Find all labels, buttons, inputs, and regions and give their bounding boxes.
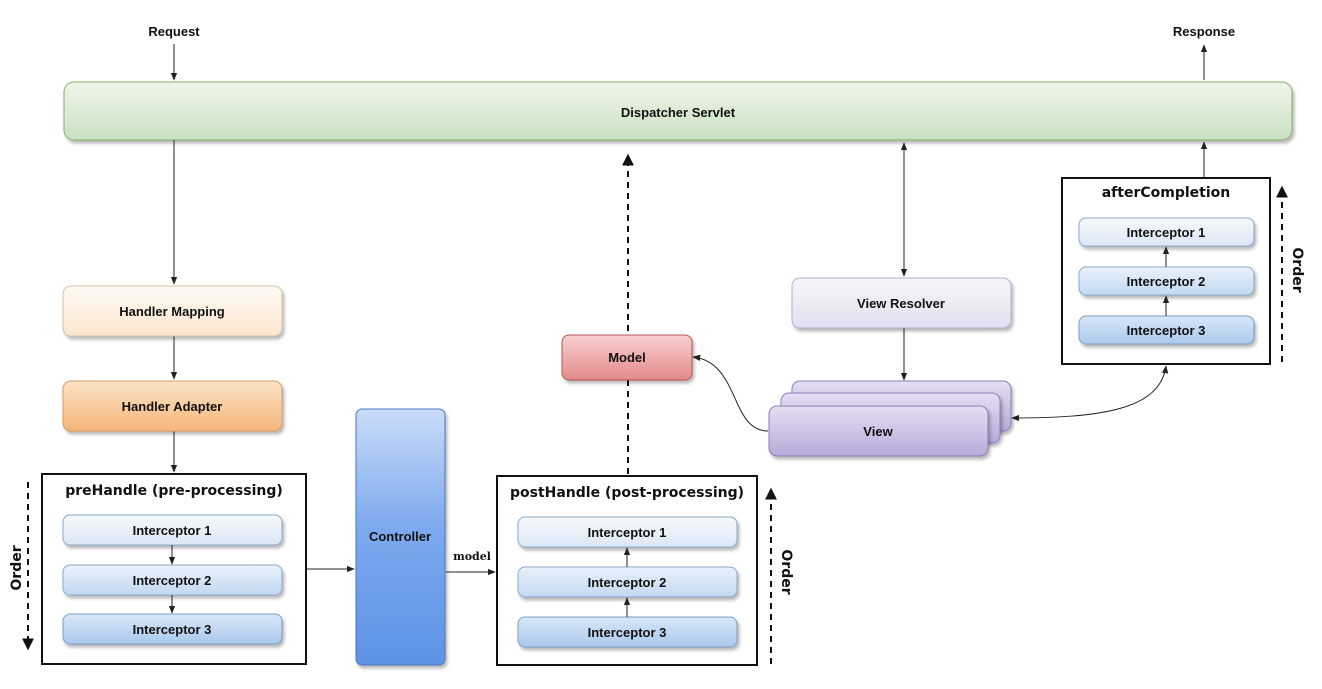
aftercompletion-interceptor-2-label: Interceptor 2 (1127, 274, 1206, 289)
aftercompletion-interceptor-1: Interceptor 1 (1078, 217, 1255, 247)
request-label: Request (148, 24, 200, 39)
posthandle-interceptor-2: Interceptor 2 (517, 566, 738, 598)
model: Model (561, 334, 693, 381)
posthandle-interceptor-3: Interceptor 3 (517, 616, 738, 648)
prehandle-interceptor-1: Interceptor 1 (62, 514, 283, 546)
prehandle-order-label: Order (9, 545, 25, 590)
prehandle-interceptor-3: Interceptor 3 (62, 613, 283, 645)
view-label: View (863, 424, 893, 439)
dispatcher-servlet: Dispatcher Servlet (63, 81, 1293, 141)
view-to-model-arrow (692, 354, 769, 432)
prehandle-title: preHandle (pre-processing) (65, 483, 283, 499)
aftercompletion-interceptor-3: Interceptor 3 (1078, 315, 1255, 345)
posthandle-order-label: Order (778, 549, 794, 594)
prehandle-interceptor-2: Interceptor 2 (62, 564, 283, 596)
prehandle-interceptor-3-label: Interceptor 3 (133, 622, 212, 637)
handler-mapping: Handler Mapping (62, 285, 283, 337)
view-resolver-label: View Resolver (857, 296, 945, 311)
handler-adapter-label: Handler Adapter (122, 399, 223, 414)
handler-mapping-label: Handler Mapping (119, 304, 225, 319)
response-label: Response (1173, 24, 1235, 39)
aftercompletion-interceptor-3-label: Interceptor 3 (1127, 323, 1206, 338)
model-edge-label: model (453, 550, 491, 563)
posthandle-interceptor-2-label: Interceptor 2 (588, 575, 667, 590)
controller-label: Controller (369, 529, 431, 544)
posthandle-interceptor-1: Interceptor 1 (517, 516, 738, 548)
prehandle-interceptor-1-label: Interceptor 1 (133, 523, 212, 538)
dispatcher-servlet-label: Dispatcher Servlet (621, 105, 736, 120)
handler-adapter: Handler Adapter (62, 380, 283, 432)
aftercompletion-group: afterCompletion Interceptor 1 Intercepto… (1061, 177, 1271, 365)
posthandle-interceptor-1-label: Interceptor 1 (588, 525, 667, 540)
prehandle-interceptor-2-label: Interceptor 2 (133, 573, 212, 588)
prehandle-group: preHandle (pre-processing) Interceptor 1… (41, 473, 307, 665)
aftercompletion-title: afterCompletion (1102, 185, 1231, 201)
view-aftercompletion-arrow (1011, 365, 1169, 422)
view-resolver: View Resolver (791, 277, 1012, 329)
model-label: Model (608, 350, 646, 365)
aftercompletion-interceptor-1-label: Interceptor 1 (1127, 225, 1206, 240)
view-stack: View (768, 380, 1012, 457)
aftercompletion-interceptor-2: Interceptor 2 (1078, 266, 1255, 296)
controller: Controller (355, 408, 446, 666)
posthandle-group: postHandle (post-processing) Interceptor… (496, 475, 758, 666)
posthandle-title: postHandle (post-processing) (510, 485, 744, 501)
aftercompletion-order-label: Order (1289, 247, 1305, 292)
posthandle-interceptor-3-label: Interceptor 3 (588, 625, 667, 640)
